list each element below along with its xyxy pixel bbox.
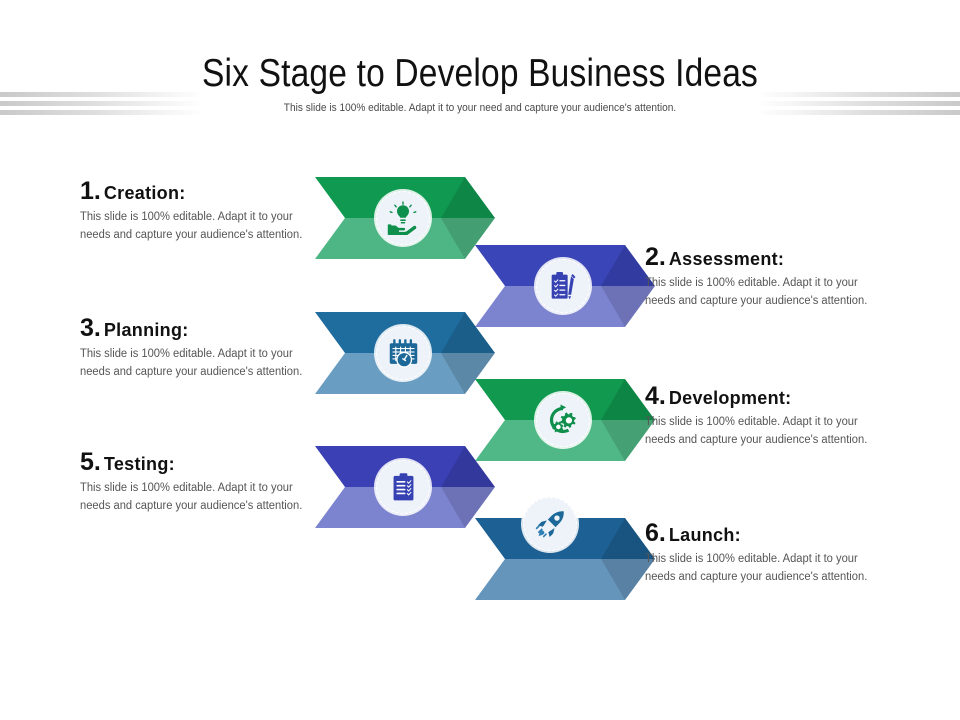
chevron-bottom-band <box>475 559 655 600</box>
stage-5-text: 5.Testing: This slide is 100% editable. … <box>80 450 315 516</box>
page-subtitle: This slide is 100% editable. Adapt it to… <box>283 102 677 114</box>
stage-3-text: 3.Planning: This slide is 100% editable.… <box>80 316 315 382</box>
stage-1-name: Creation: <box>103 183 186 203</box>
stage-4-heading: 4.Development: <box>645 384 880 409</box>
decorative-stripes-left <box>0 92 205 122</box>
page-title: Six Stage to Develop Business Ideas <box>201 52 759 95</box>
stage-2-body: This slide is 100% editable. Adapt it to… <box>645 277 868 307</box>
stage-4-text: 4.Development: This slide is 100% editab… <box>645 384 880 450</box>
stage-3-heading: 3.Planning: <box>80 316 315 341</box>
stage-6-name: Launch: <box>668 525 741 545</box>
stage-1-text: 1.Creation: This slide is 100% editable.… <box>80 179 315 245</box>
stage-2-text: 2.Assessment: This slide is 100% editabl… <box>645 245 880 311</box>
stripe <box>0 92 205 97</box>
stage-6-heading: 6.Launch: <box>645 521 880 546</box>
stripe <box>755 110 960 115</box>
stage-1-heading: 1.Creation: <box>80 179 315 204</box>
clipboard-pencil-icon <box>536 259 590 313</box>
slide-header: Six Stage to Develop Business Ideas This… <box>0 40 960 120</box>
stage-2-name: Assessment: <box>668 249 785 269</box>
stage-2-number: 2. <box>645 243 666 271</box>
stage-5-name: Testing: <box>103 454 175 474</box>
hand-holding-lightbulb-icon <box>376 191 430 245</box>
stage-5-number: 5. <box>80 448 101 476</box>
stage-4-number: 4. <box>645 382 666 410</box>
calendar-clock-icon <box>376 326 430 380</box>
stripe <box>755 101 960 106</box>
stage-6-text: 6.Launch: This slide is 100% editable. A… <box>645 521 880 587</box>
stage-3-name: Planning: <box>103 320 189 340</box>
stage-5-heading: 5.Testing: <box>80 450 315 475</box>
stage-1-number: 1. <box>80 177 101 205</box>
stripe <box>0 110 205 115</box>
stage-5-body: This slide is 100% editable. Adapt it to… <box>80 482 303 512</box>
gears-refresh-icon <box>536 393 590 447</box>
stage-6-number: 6. <box>645 519 666 547</box>
stripe <box>755 92 960 97</box>
stripe <box>0 101 205 106</box>
stage-4-name: Development: <box>668 388 792 408</box>
decorative-stripes-right <box>755 92 960 122</box>
chevron-shape <box>475 518 655 600</box>
stage-1-body: This slide is 100% editable. Adapt it to… <box>80 211 303 241</box>
checklist-clipboard-icon <box>376 460 430 514</box>
stage-6-body: This slide is 100% editable. Adapt it to… <box>645 553 868 583</box>
stage-4-body: This slide is 100% editable. Adapt it to… <box>645 416 868 446</box>
stage-2-heading: 2.Assessment: <box>645 245 880 270</box>
stage-3-body: This slide is 100% editable. Adapt it to… <box>80 348 303 378</box>
rocket-icon <box>523 497 577 551</box>
stage-3-number: 3. <box>80 314 101 342</box>
